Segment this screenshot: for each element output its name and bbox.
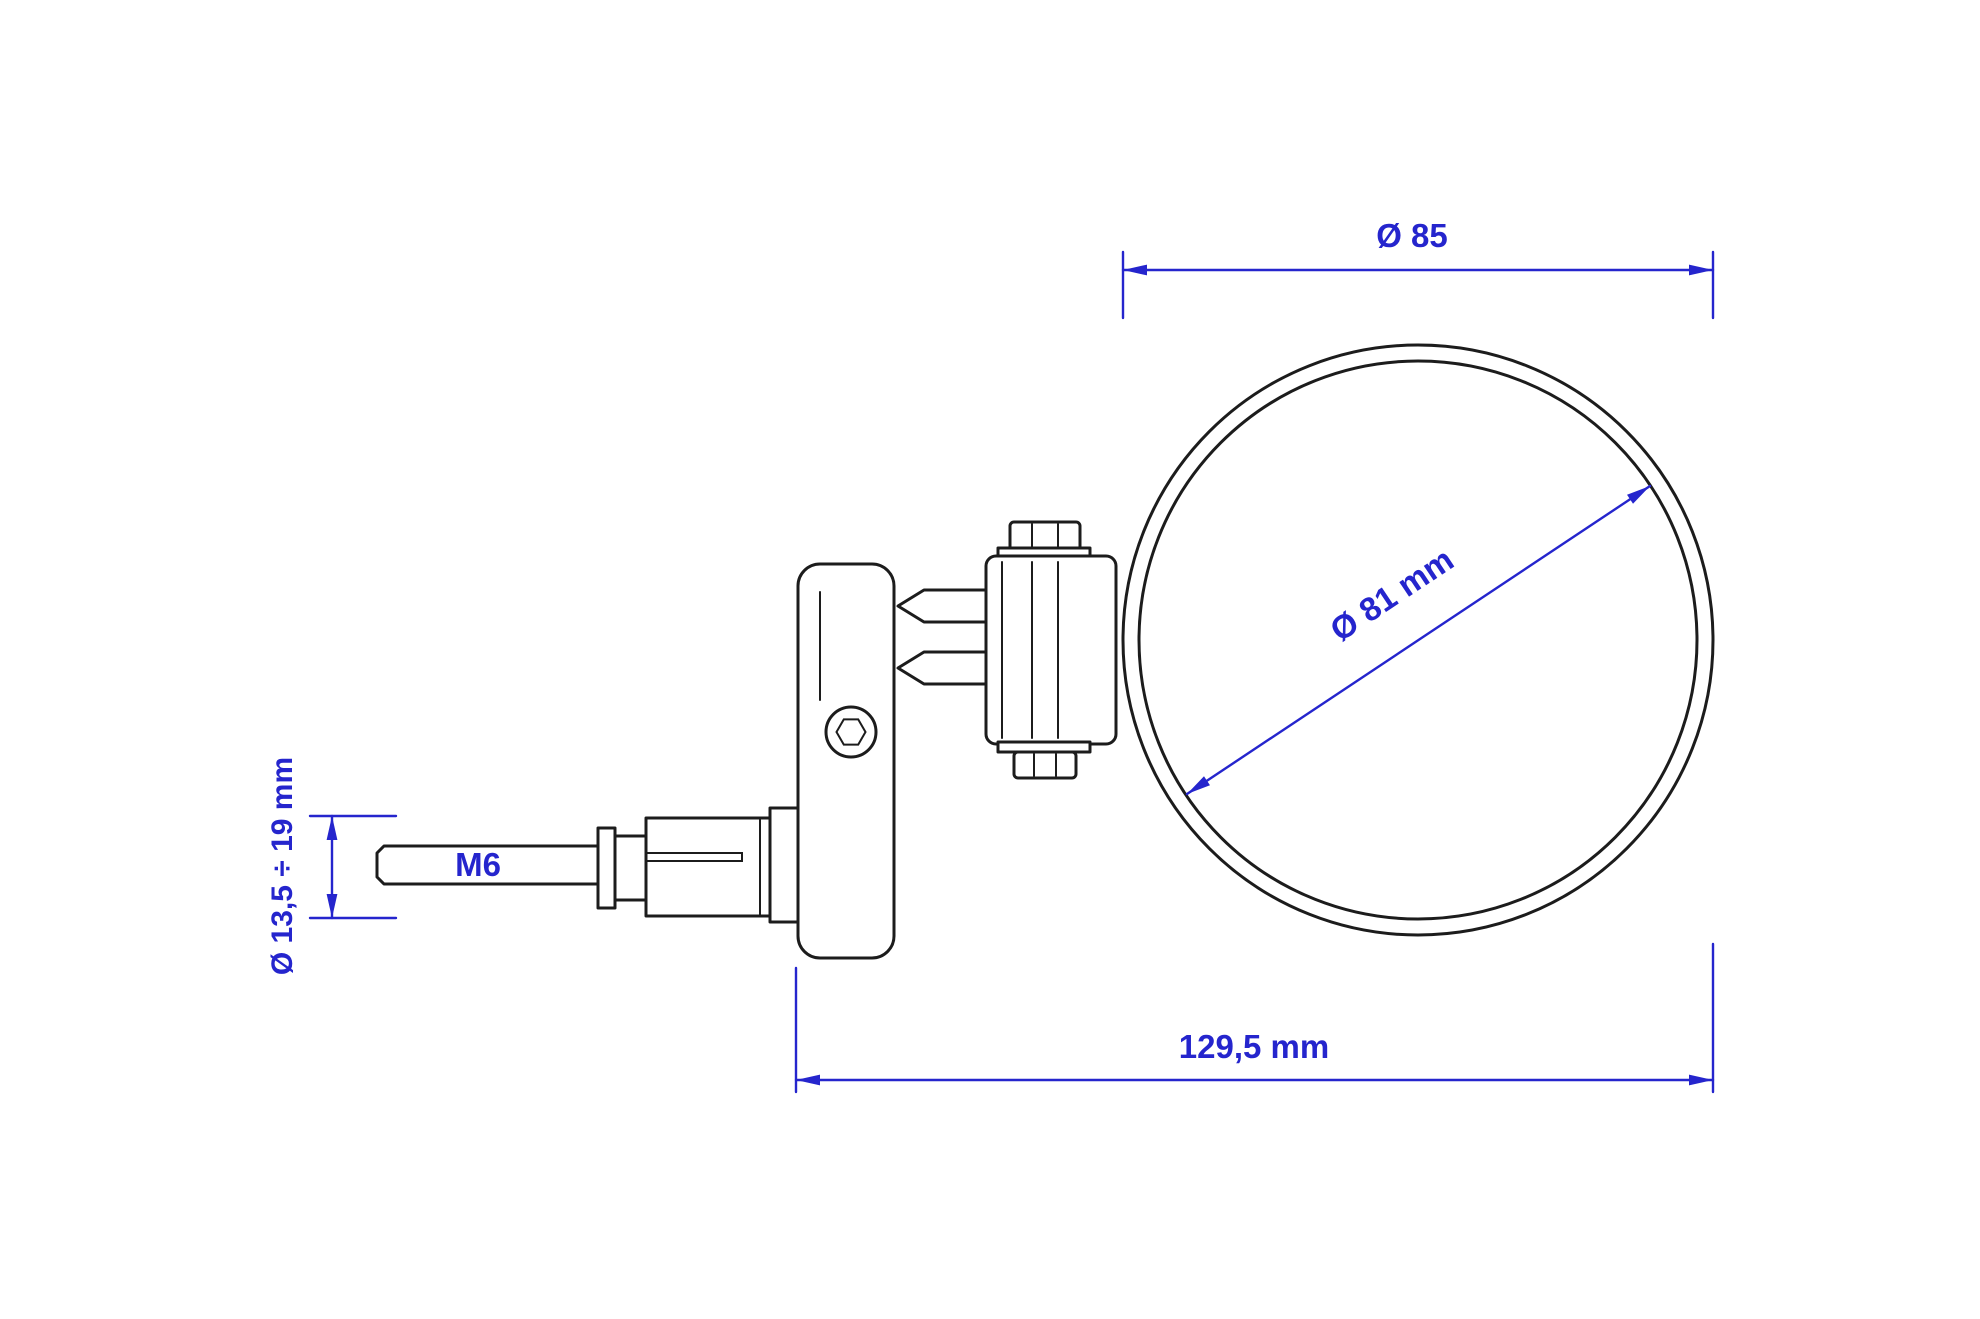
stem-clamp	[984, 520, 1118, 780]
dimension-mirror-outer: Ø 85	[1121, 217, 1715, 320]
thread-size-label: M6	[455, 846, 501, 883]
stem-clamp-block	[984, 554, 1118, 746]
mirror-arm-body	[796, 562, 896, 960]
stem-collar	[596, 826, 617, 910]
expander-cylinder	[644, 816, 780, 918]
pivot-screw	[824, 705, 878, 759]
dimension-clamp-range: Ø 13,5 ÷ 19 mm	[266, 757, 398, 975]
dim-1295-label: 129,5 mm	[1179, 1028, 1329, 1065]
mount-flange	[768, 806, 800, 924]
expander-slot	[645, 852, 743, 862]
mirror-arm	[796, 562, 896, 960]
dimension-overall-length: 129,5 mm	[794, 942, 1715, 1094]
stem-spacer	[613, 834, 648, 902]
dim-81-line	[1185, 484, 1652, 796]
hinge-fork	[896, 588, 1006, 686]
dim-85-label: Ø 85	[1376, 217, 1448, 254]
stem-assembly	[375, 806, 800, 924]
mirror-inner-circle	[1137, 359, 1699, 921]
dim-135-19-label: Ø 13,5 ÷ 19 mm	[266, 757, 299, 975]
clamp-bolt-nut	[1012, 750, 1078, 780]
pivot-screw-hex-socket	[835, 718, 867, 746]
